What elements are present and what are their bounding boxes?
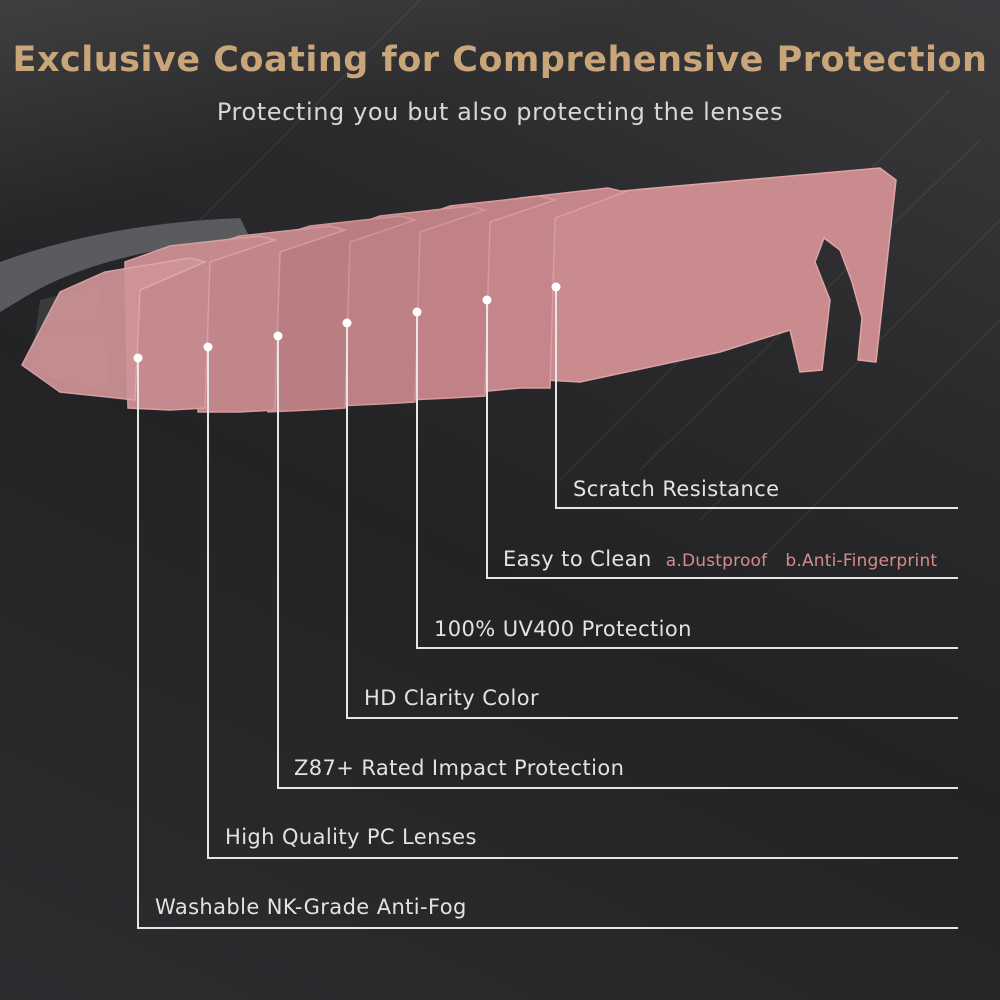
callout-dot [551, 282, 561, 292]
feature-label-uv400-protection: 100% UV400 Protection [434, 617, 692, 641]
feature-label-anti-fog: Washable NK-Grade Anti-Fog [155, 895, 467, 919]
callout-dot [273, 331, 283, 341]
lens-layer [334, 205, 488, 407]
callout-line [137, 358, 958, 929]
lens-layer [474, 187, 628, 393]
callout-line [277, 336, 958, 789]
callout-dot [482, 295, 492, 305]
callout-dot [133, 353, 143, 363]
feature-label-easy-to-clean: Easy to Clean a.Dustproof b.Anti-Fingerpri… [503, 546, 937, 574]
callout-line [416, 312, 958, 649]
feature-sub-label-anti-fingerprint: b.Anti-Fingerprint [785, 551, 938, 571]
lens-layer [404, 195, 558, 401]
lens-layer [264, 215, 418, 413]
callout-dots [133, 282, 561, 363]
feature-sub-label-dustproof: a.Dustproof [665, 551, 768, 571]
lens-layer [194, 225, 348, 413]
callout-line [346, 323, 958, 719]
page-title: Exclusive Coating for Comprehensive Prot… [12, 40, 988, 80]
feature-label-z87-impact-protection: Z87+ Rated Impact Protection [294, 756, 625, 780]
callout-line [486, 300, 958, 579]
lens-layers [21, 167, 897, 413]
callout-dot [342, 318, 352, 328]
feature-label-text: Easy to Clean [503, 547, 652, 571]
callout-dot [203, 342, 213, 352]
callout-dot [412, 307, 422, 317]
callout-line [555, 287, 958, 509]
feature-label-pc-lenses: High Quality PC Lenses [225, 825, 477, 849]
lens-layer [21, 257, 208, 401]
callout-lines [137, 287, 958, 929]
feature-label-scratch-resistance: Scratch Resistance [573, 477, 780, 501]
lens-layer [544, 167, 897, 383]
page-subtitle: Protecting you but also protecting the l… [216, 98, 784, 126]
feature-label-hd-clarity-color: HD Clarity Color [364, 686, 540, 710]
callout-line [207, 347, 958, 859]
